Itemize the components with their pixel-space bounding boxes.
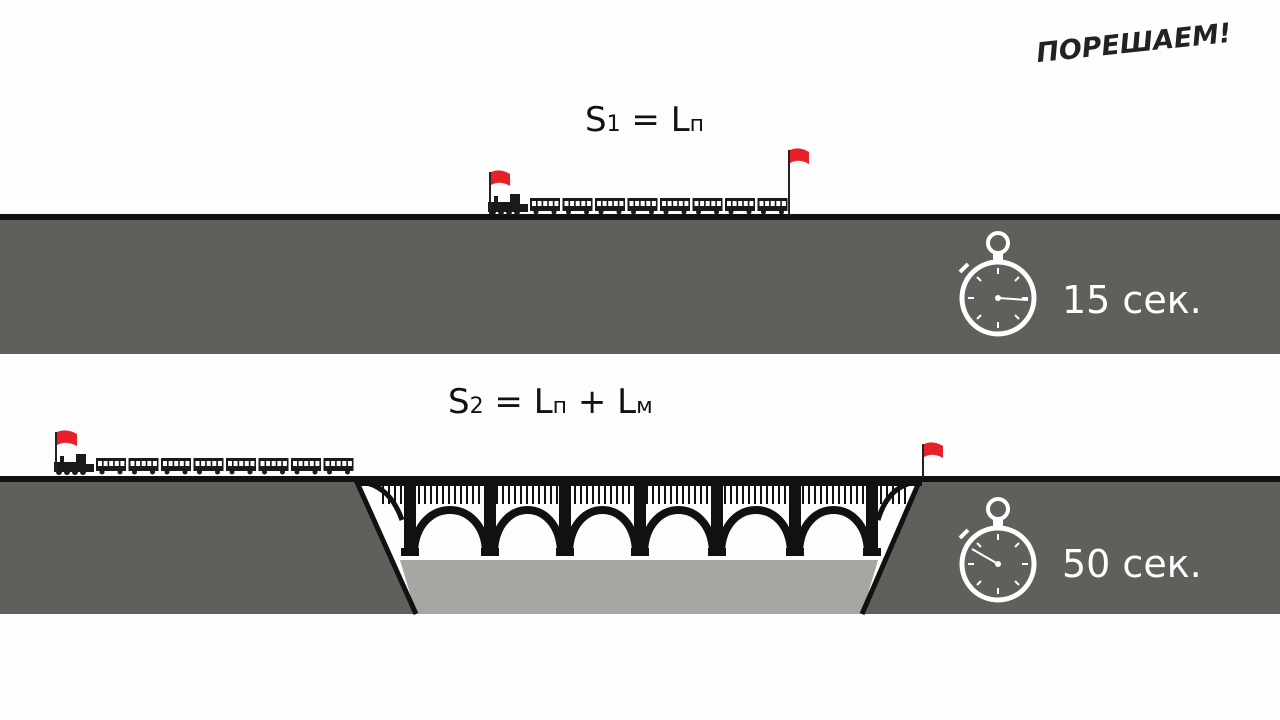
top-rail [0, 214, 1280, 220]
top-ground [0, 214, 1280, 354]
canyon-edge-left [353, 478, 419, 616]
timer-label-1: 15 сек. [1062, 278, 1202, 322]
logo-text: ПОРЕШАЕМ! [1034, 17, 1233, 70]
flag-icon [489, 170, 510, 214]
logo: ПОРЕШАЕМ! [1030, 14, 1270, 84]
bottom-rail-left [0, 476, 362, 482]
canyon-water [400, 560, 878, 614]
flag-icon [922, 442, 943, 478]
timer-label-2: 50 сек. [1062, 542, 1202, 586]
stopwatch-icon [958, 497, 1037, 603]
canyon-edge-right [859, 479, 923, 615]
bottom-ground-left [0, 478, 416, 614]
train-icon [54, 454, 354, 475]
train-icon [488, 194, 788, 215]
formula-s1: S1 = Lп [585, 100, 705, 140]
flag-icon [788, 148, 809, 214]
bottom-rail-right [914, 476, 1280, 482]
bridge-icon [356, 476, 922, 556]
stopwatch-icon [958, 231, 1037, 337]
flag-icon [55, 430, 77, 472]
formula-s2: S2 = Lп + Lм [448, 382, 653, 422]
